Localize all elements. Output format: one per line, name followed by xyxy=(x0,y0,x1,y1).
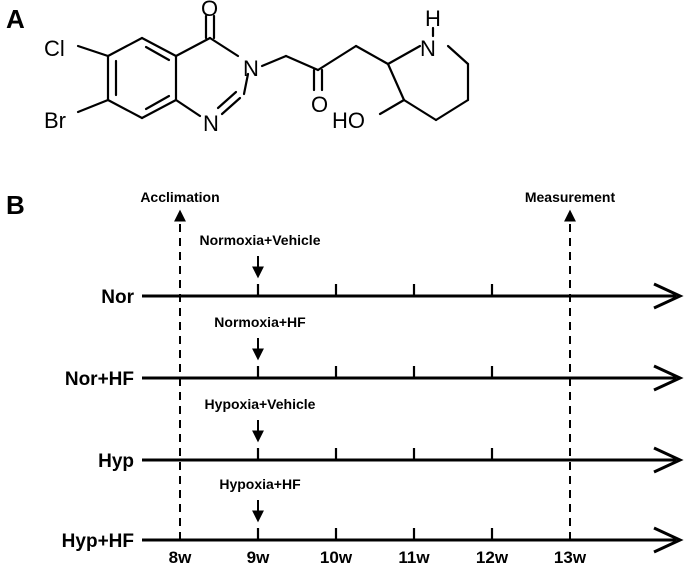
group-label: Hyp xyxy=(98,451,134,472)
bond xyxy=(174,36,212,58)
bond xyxy=(140,36,178,58)
week-label: 13w xyxy=(554,548,587,567)
milestone-label: Measurement xyxy=(525,189,616,205)
bond xyxy=(386,44,422,66)
bond xyxy=(220,96,242,116)
hydroxyl-group: HO xyxy=(332,108,365,133)
bond xyxy=(316,44,358,72)
chlorine-atom: Cl xyxy=(44,36,65,61)
ketone-oxygen-atom: O xyxy=(311,92,328,117)
treatment-label: Hypoxia+HF xyxy=(219,476,301,492)
bond xyxy=(76,44,110,58)
bond xyxy=(174,98,202,118)
bond xyxy=(144,45,171,62)
halofuginone-structure: Cl Br O N N O N H HO xyxy=(44,0,470,136)
ring-nitrogen-atom: N xyxy=(203,111,219,136)
group-label: Nor xyxy=(101,287,134,308)
timeline-axis-arrowhead xyxy=(653,526,684,554)
treatment-label: Normoxia+Vehicle xyxy=(199,232,320,248)
bond xyxy=(434,98,470,122)
bond xyxy=(106,98,144,120)
panel-a-letter: A xyxy=(6,4,25,34)
bond xyxy=(378,98,406,116)
treatment-label: Hypoxia+Vehicle xyxy=(205,396,316,412)
bond xyxy=(106,36,144,58)
group-label: Hyp+HF xyxy=(62,531,134,552)
piperidine-nitrogen-atom: N xyxy=(420,36,436,61)
bond xyxy=(140,98,178,120)
bond xyxy=(354,44,390,66)
bromine-atom: Br xyxy=(44,108,66,133)
bond xyxy=(402,98,438,122)
piperidine-hydrogen-atom: H xyxy=(425,6,441,31)
bond xyxy=(386,62,406,102)
treatment-label: Normoxia+HF xyxy=(214,314,306,330)
bond xyxy=(76,98,110,114)
bond xyxy=(260,54,288,68)
bond xyxy=(216,90,238,110)
week-label: 11w xyxy=(398,548,430,567)
week-label: 9w xyxy=(247,548,270,567)
bond xyxy=(208,36,240,58)
milestone-label: Acclimation xyxy=(140,189,219,205)
amide-nitrogen-atom: N xyxy=(243,56,259,81)
bond xyxy=(144,94,171,111)
bond xyxy=(446,44,470,66)
panel-b-letter: B xyxy=(6,190,25,220)
group-label: Nor+HF xyxy=(65,369,134,390)
week-label: 8w xyxy=(169,548,192,567)
timeline-axis-arrowhead xyxy=(653,446,684,474)
week-label: 12w xyxy=(476,548,509,567)
carbonyl-oxygen-atom: O xyxy=(201,0,218,21)
bond xyxy=(242,72,250,96)
timeline-axis-arrowhead xyxy=(653,364,684,392)
week-label: 10w xyxy=(320,548,353,567)
timeline-axis-arrowhead xyxy=(653,282,684,310)
bond xyxy=(284,54,320,72)
